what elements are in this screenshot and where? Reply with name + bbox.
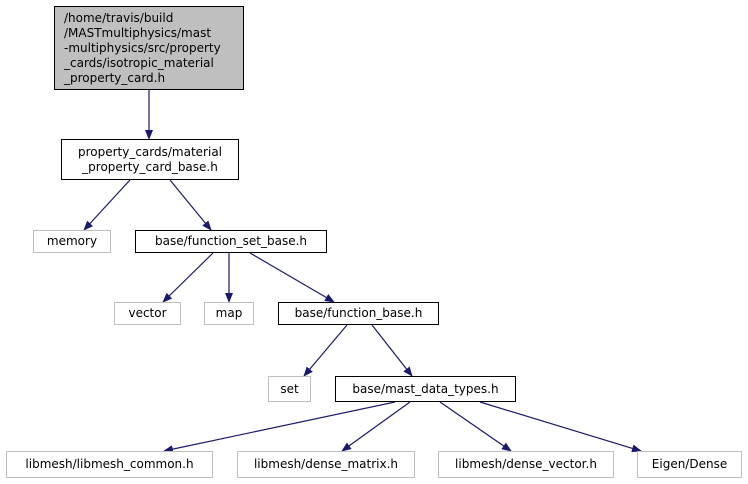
node-label-line: map	[215, 306, 243, 320]
node-mast-data-types[interactable]: base/mast_data_types.h	[335, 376, 516, 402]
node-label-line: base/mast_data_types.h	[352, 381, 499, 396]
node-label-line: property_cards/material	[77, 144, 223, 159]
edge-function_set_base-to-function_base	[249, 252, 335, 303]
edge-mast_data_types-to-eigen_dense	[479, 401, 642, 453]
node-label-line: libmesh/dense_matrix.h	[253, 457, 399, 471]
edge-function_base-to-set	[303, 324, 348, 377]
edge-mast_data_types-to-dense_vector	[439, 401, 512, 452]
node-label-line: -multiphysics/src/property	[64, 40, 221, 55]
node-label-line: base/function_base.h	[294, 306, 423, 320]
node-label-line: _property_card_base.h	[82, 159, 218, 174]
node-vector: vector	[114, 302, 181, 325]
node-eigen-dense: Eigen/Dense	[637, 451, 742, 478]
node-label-line: /home/travis/build	[64, 10, 174, 25]
node-map: map	[204, 302, 254, 325]
node-label-line: set	[280, 381, 299, 396]
node-set: set	[268, 376, 311, 402]
node-label-line: _cards/isotropic_material	[64, 55, 214, 70]
node-label-line: base/function_set_base.h	[154, 234, 308, 248]
node-dense-matrix: libmesh/dense_matrix.h	[237, 451, 415, 478]
node-function-base[interactable]: base/function_base.h	[278, 302, 439, 325]
node-label-line: /MASTmultiphysics/mast	[64, 25, 212, 40]
edge-material_base-to-memory	[83, 179, 131, 231]
node-label-line: memory	[46, 234, 98, 248]
edge-mast_data_types-to-libmesh_common	[163, 401, 396, 454]
node-label-line: libmesh/dense_vector.h	[455, 457, 597, 471]
node-label-line: Eigen/Dense	[651, 457, 728, 471]
node-label-line: _property_card.h	[64, 70, 166, 85]
node-libmesh-common: libmesh/libmesh_common.h	[6, 451, 213, 478]
node-memory: memory	[33, 230, 111, 253]
node-root[interactable]: /home/travis/build/MASTmultiphysics/mast…	[54, 6, 244, 90]
edge-material_base-to-function_set_base	[169, 179, 212, 231]
edge-mast_data_types-to-dense_matrix	[341, 401, 411, 452]
node-label-line: libmesh/libmesh_common.h	[25, 457, 194, 471]
node-dense-vector: libmesh/dense_vector.h	[438, 451, 614, 478]
node-material-base[interactable]: property_cards/material_property_card_ba…	[61, 139, 239, 180]
node-label-line: vector	[128, 306, 167, 320]
edge-function_set_base-to-vector	[162, 252, 214, 303]
node-function-set-base[interactable]: base/function_set_base.h	[135, 230, 327, 253]
edge-function_base-to-mast_data_types	[371, 324, 413, 377]
